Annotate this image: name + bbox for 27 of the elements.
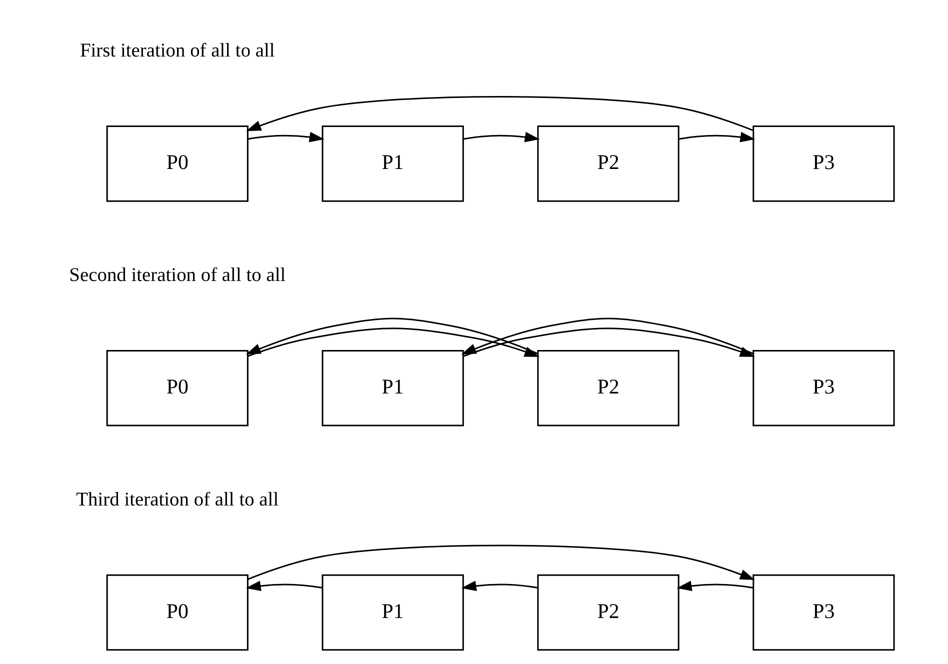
label: Second iteration of all to all: [69, 264, 286, 286]
node-box: P3: [752, 126, 895, 202]
arrow: [676, 580, 754, 592]
node-box: P0: [106, 126, 248, 202]
node-box: P2: [537, 574, 680, 651]
node-box: P3: [752, 574, 895, 651]
arrow: [461, 580, 538, 592]
node-box: P0: [106, 574, 248, 651]
node-box: P1: [322, 126, 464, 202]
arrow: [464, 328, 755, 357]
node-box: P1: [322, 350, 464, 426]
arrow: [248, 544, 755, 580]
arrow: [461, 318, 754, 355]
arrow: [246, 318, 538, 355]
node-box: P0: [106, 350, 248, 426]
arrow: [248, 328, 540, 357]
label: First iteration of all to all: [80, 40, 275, 62]
label: Third iteration of all to all: [76, 489, 279, 510]
arrow: [246, 580, 322, 592]
arrow: [246, 96, 754, 132]
node-box: P3: [752, 350, 895, 426]
arrow: [248, 132, 324, 142]
arrow: [678, 132, 756, 142]
node-box: P2: [537, 126, 680, 202]
node-box: P2: [537, 350, 680, 426]
arrow: [463, 132, 540, 142]
node-box: P1: [322, 574, 464, 651]
